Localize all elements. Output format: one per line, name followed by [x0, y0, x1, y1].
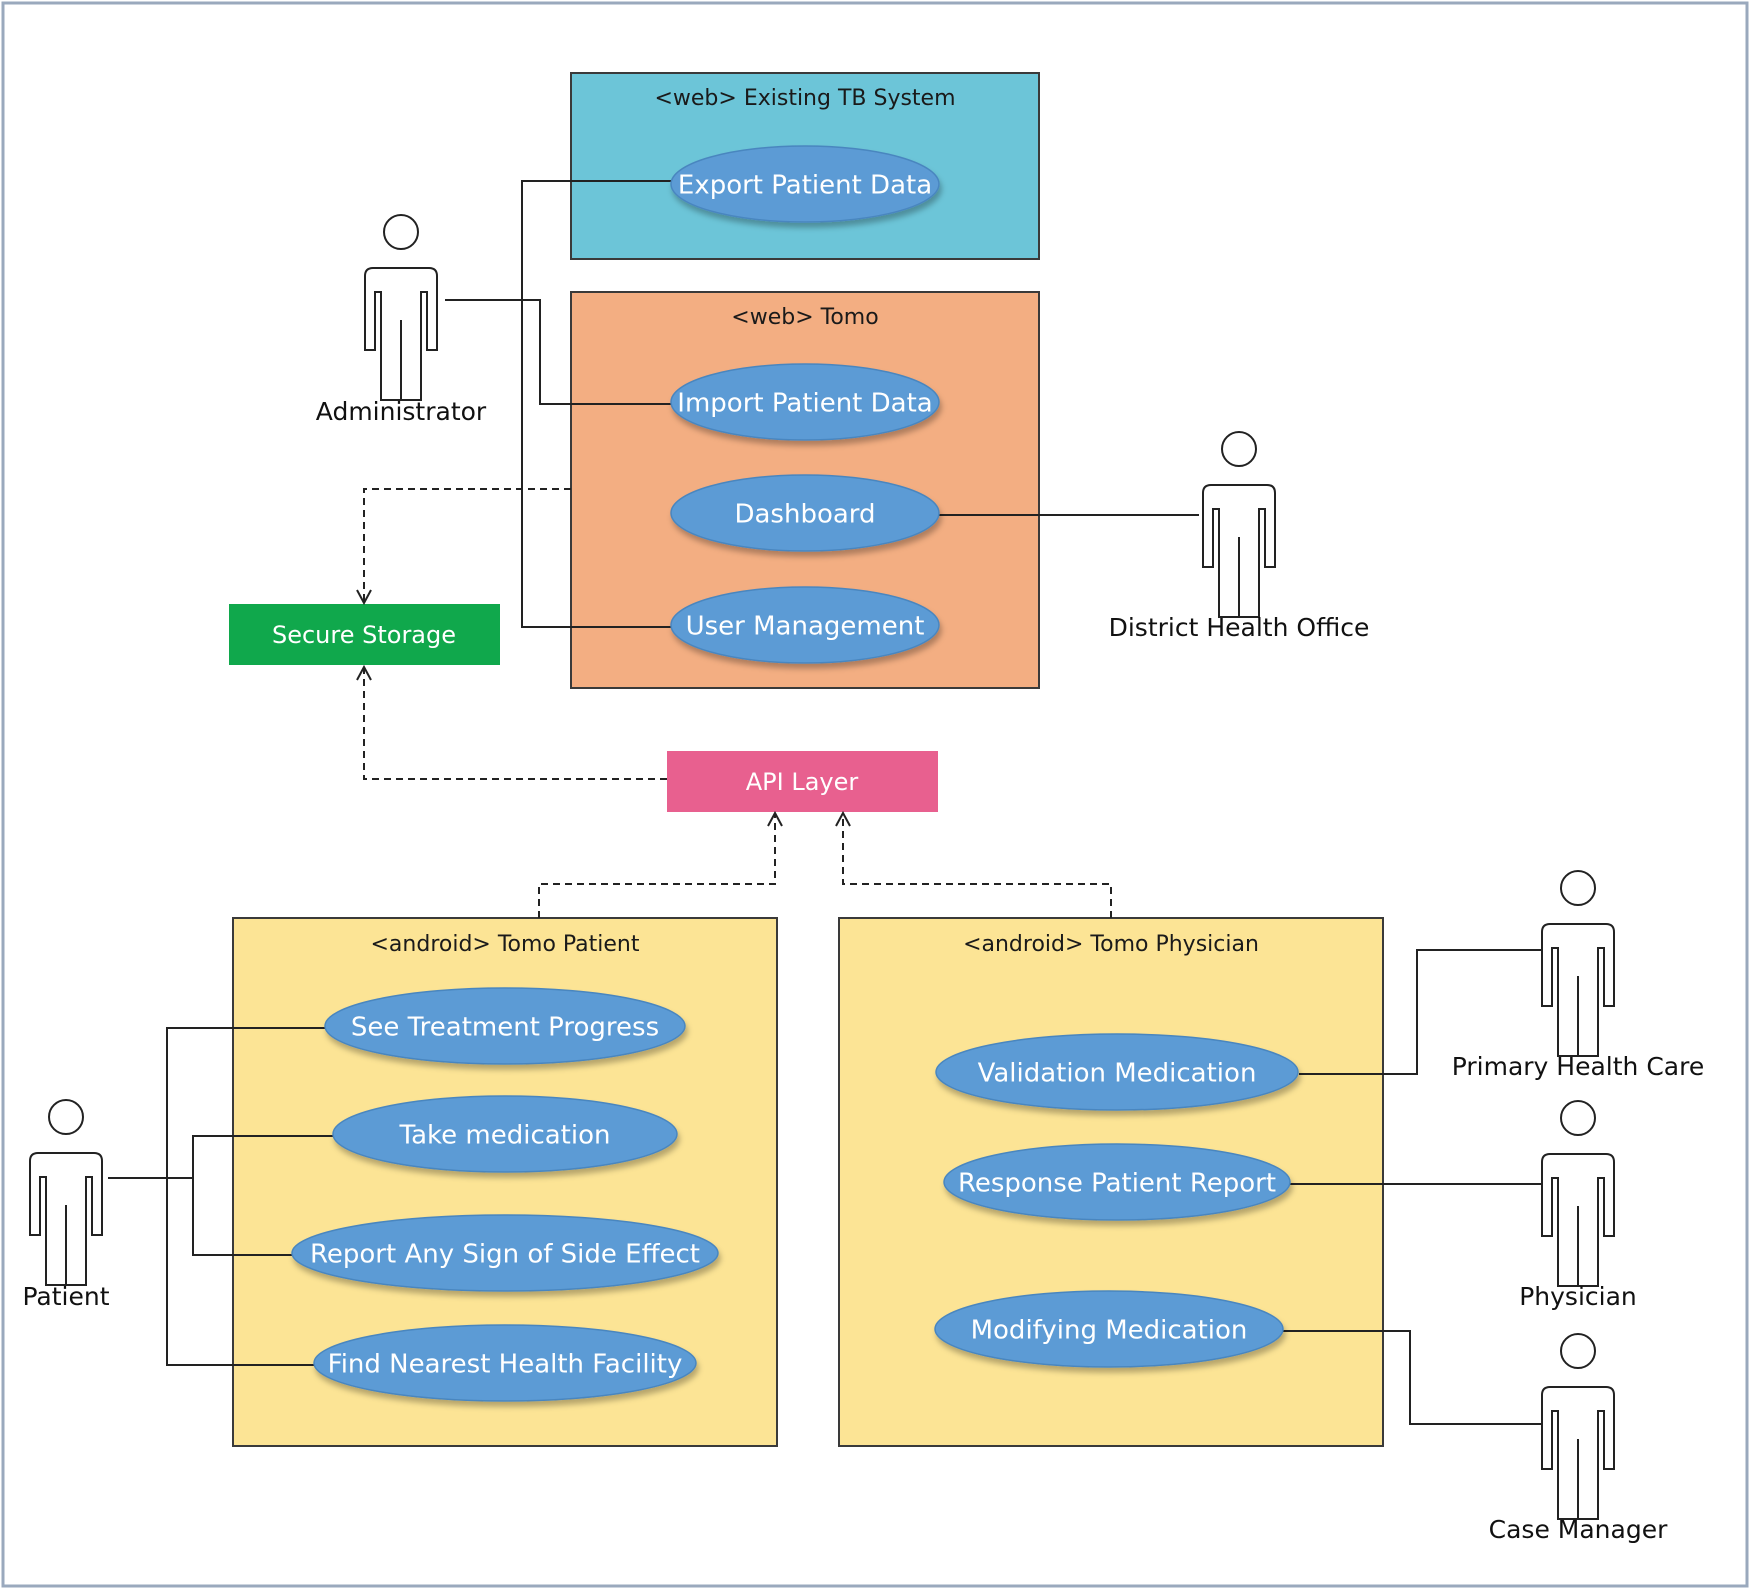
actor-district-health-office: District Health Office: [1109, 431, 1370, 642]
dep-tomo-to-storage: [363, 488, 571, 602]
assoc-patient-branch: [167, 1135, 333, 1256]
actor-physician: Physician: [1519, 1100, 1637, 1311]
use-case-export-patient-data: Export Patient Data: [670, 145, 940, 223]
use-case-dashboard-shape: [670, 474, 940, 552]
assoc-modifying-case-manager: [1283, 1330, 1541, 1425]
secure-storage-box: Secure Storage: [229, 604, 500, 665]
association-lines: [108, 180, 1541, 1425]
actor-case-manager-label: Case Manager: [1489, 1515, 1668, 1544]
dep-patient-app-to-api: [538, 813, 776, 918]
use-case-see-treatment-progress: See Treatment Progress: [324, 987, 686, 1065]
use-case-report-side-effect-shape: [291, 1214, 719, 1292]
arrow-into-storage-top: [356, 589, 372, 606]
use-case-take-medication-label: Take medication: [399, 1121, 611, 1151]
actor-patient-label: Patient: [22, 1282, 109, 1311]
dep-physician-app-to-api: [842, 813, 1112, 918]
actor-administrator-label: Administrator: [316, 397, 487, 426]
use-case-response-label: Response Patient Report: [958, 1169, 1276, 1199]
use-case-report-side-effect: Report Any Sign of Side Effect: [291, 1214, 719, 1292]
use-case-report-side-effect-label: Report Any Sign of Side Effect: [310, 1240, 700, 1270]
use-case-user-management-shape: [670, 586, 940, 664]
actor-primary-health-care: Primary Health Care: [1452, 870, 1704, 1081]
actor-case-manager: Case Manager: [1489, 1333, 1668, 1544]
api-layer-label: API Layer: [746, 768, 859, 796]
assoc-patient-trunk: [108, 1027, 327, 1366]
system-tomo-web-title: <web> Tomo: [731, 305, 878, 330]
use-case-response-patient-report: Response Patient Report: [943, 1143, 1291, 1221]
use-case-see-treatment-shape: [324, 987, 686, 1065]
use-case-validation-shape: [935, 1033, 1299, 1111]
use-case-find-health-facility: Find Nearest Health Facility: [313, 1324, 697, 1402]
secure-storage-label: Secure Storage: [272, 621, 456, 649]
actor-phc-label: Primary Health Care: [1452, 1052, 1704, 1081]
use-case-import-shape: [670, 363, 940, 441]
assoc-admin-import: [445, 299, 672, 405]
use-case-find-facility-label: Find Nearest Health Facility: [328, 1350, 683, 1380]
dependency-lines: [356, 488, 1112, 918]
system-existing-tb-title: <web> Existing TB System: [654, 86, 955, 111]
use-case-see-treatment-label: See Treatment Progress: [351, 1013, 659, 1043]
api-layer-rect: [667, 751, 938, 812]
use-case-modifying-label: Modifying Medication: [971, 1316, 1248, 1346]
use-case-user-management-label: User Management: [686, 612, 925, 642]
use-case-export-label: Export Patient Data: [678, 171, 932, 201]
use-case-export-shape: [670, 145, 940, 223]
use-case-user-management: User Management: [670, 586, 940, 664]
use-case-import-patient-data: Import Patient Data: [670, 363, 940, 441]
use-case-modifying-medication: Modifying Medication: [934, 1290, 1284, 1368]
use-case-find-facility-shape: [313, 1324, 697, 1402]
use-case-take-medication-shape: [332, 1095, 678, 1173]
actor-patient: Patient: [22, 1099, 110, 1311]
system-tomo-physician-title: <android> Tomo Physician: [963, 932, 1259, 957]
use-case-import-label: Import Patient Data: [677, 389, 932, 419]
use-case-validation-label: Validation Medication: [978, 1059, 1257, 1089]
use-case-response-shape: [943, 1143, 1291, 1221]
use-case-modifying-shape: [934, 1290, 1284, 1368]
arrow-into-api-right: [835, 810, 851, 827]
actor-dho-label: District Health Office: [1109, 613, 1370, 642]
api-layer-box: API Layer: [667, 751, 938, 812]
arrow-into-storage-bottom: [356, 664, 372, 681]
assoc-validation-phc: [1299, 949, 1541, 1075]
actor-administrator: Administrator: [316, 214, 487, 426]
secure-storage-rect: [229, 604, 500, 665]
use-case-validation-medication: Validation Medication: [935, 1033, 1299, 1111]
assoc-admin-user-mgmt: [521, 300, 672, 628]
dep-api-to-storage: [363, 667, 667, 780]
system-tomo-patient-title: <android> Tomo Patient: [371, 932, 640, 957]
use-case-take-medication: Take medication: [332, 1095, 678, 1173]
use-case-dashboard-label: Dashboard: [734, 500, 875, 530]
actor-physician-label: Physician: [1519, 1282, 1637, 1311]
arrow-into-api-left: [767, 810, 783, 827]
use-case-dashboard: Dashboard: [670, 474, 940, 552]
